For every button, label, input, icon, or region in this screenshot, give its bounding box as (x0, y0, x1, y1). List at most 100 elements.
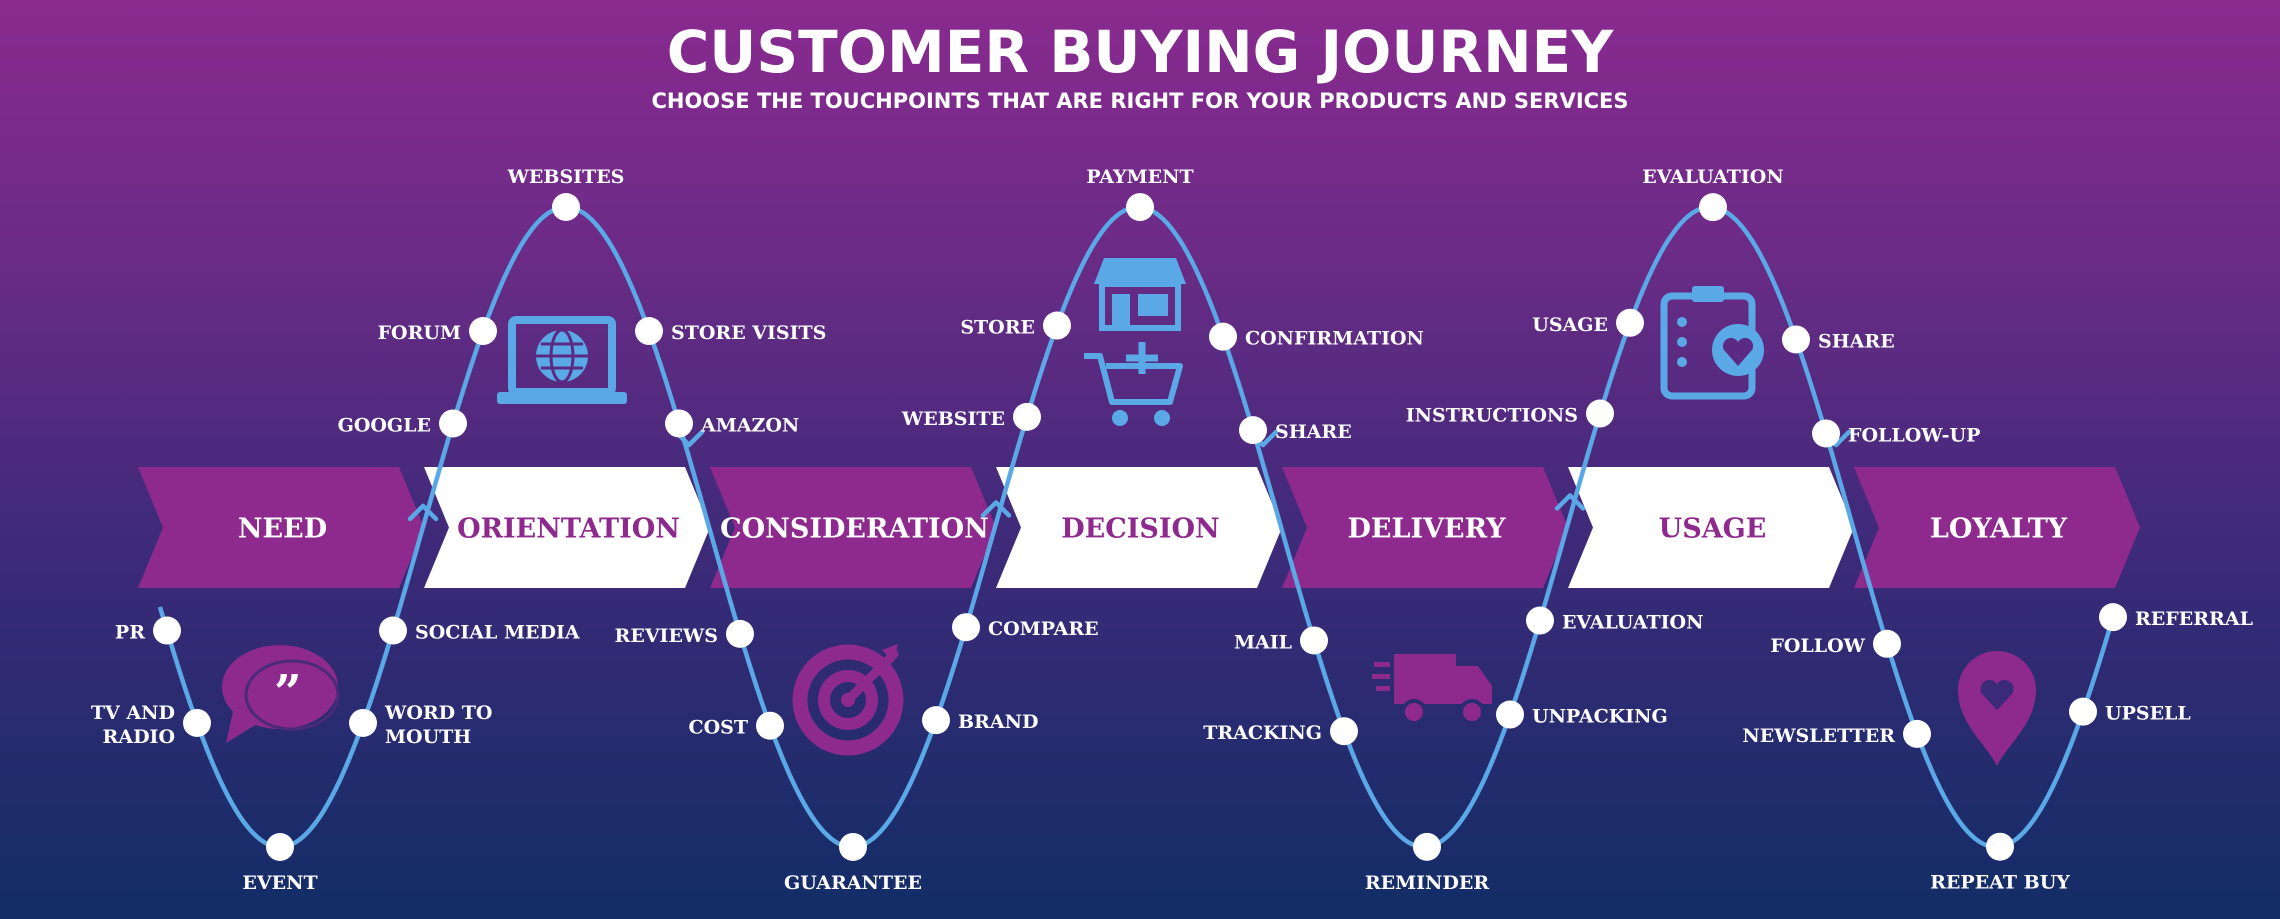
touchpoint-dot (1413, 832, 1441, 861)
touchpoint-label-share: SHARE (1275, 421, 1352, 443)
touchpoint-label-amazon: AMAZON (700, 414, 799, 436)
touchpoint-label-instructions: INSTRUCTIONS (1406, 405, 1578, 427)
touchpoint-label-cost: COST (688, 717, 748, 739)
touchpoint-dot (1586, 399, 1614, 428)
stages-layer: NEED ORIENTATION CONSIDERATION DECISION DELI… (138, 467, 2140, 588)
touchpoint-dot (266, 833, 294, 861)
touchpoint-label-brand: BRAND (958, 711, 1038, 733)
stage-orientation (424, 467, 710, 588)
touchpoint-dot (665, 409, 693, 438)
touchpoint-label-share: SHARE (1818, 330, 1895, 352)
clipboard-heart-icon (1660, 286, 1764, 400)
touchpoint-dot (1013, 402, 1041, 431)
touchpoint-dot (349, 708, 377, 737)
touchpoint-dot (153, 616, 181, 645)
arrow-up-icon (980, 500, 1012, 518)
touchpoint-label-reminder: REMINDER (1365, 872, 1490, 894)
stage-decision (996, 467, 1282, 588)
touchpoint-dot (1300, 626, 1328, 655)
touchpoint-label-payment: PAYMENT (1086, 166, 1193, 188)
touchpoint-dot (183, 708, 211, 737)
touchpoint-label-follow: FOLLOW (1770, 635, 1865, 657)
stage-label-loyalty: LOYALTY (1930, 514, 2068, 545)
speech-bubble-icon: ” (222, 645, 340, 743)
stage-label-usage: USAGE (1659, 514, 1767, 545)
touchpoint-label-usage: USAGE (1532, 314, 1608, 336)
touchpoint-label-evaluation: EVALUATION (1642, 166, 1783, 188)
touchpoint-label-google: GOOGLE (338, 414, 431, 436)
touchpoint-label-follow-up: FOLLOW-UP (1848, 424, 1980, 446)
touchpoint-dot (1782, 325, 1810, 354)
touchpoint-label-evaluation: EVALUATION (1562, 612, 1703, 634)
stage-need (138, 467, 424, 588)
laptop-globe-icon (497, 316, 627, 404)
touchpoint-label-guarantee: GUARANTEE (784, 872, 922, 894)
touchpoint-dot (1812, 419, 1840, 448)
touchpoint-label-mail: MAIL (1234, 631, 1292, 653)
page-title: CUSTOMER BUYING JOURNEY (667, 18, 1615, 86)
touchpoint-dot (439, 409, 467, 438)
touchpoint-dot (379, 616, 407, 645)
stage-delivery (1282, 467, 1568, 588)
touchpoint-dot (952, 613, 980, 642)
stage-label-orientation: ORIENTATION (457, 514, 680, 545)
stage-label-delivery: DELIVERY (1347, 514, 1506, 545)
icons-layer: ” (222, 258, 2036, 766)
touchpoint-dot (635, 317, 663, 346)
touchpoint-dot (2069, 697, 2097, 726)
touchpoint-label-social-media: SOCIAL MEDIA (415, 622, 580, 644)
touchpoint-label-repeat-buy: REPEAT BUY (1930, 872, 2070, 894)
store-icon (1094, 258, 1186, 331)
touchpoint-dot (1330, 717, 1358, 746)
touchpoint-label-newsletter: NEWSLETTER (1742, 725, 1895, 747)
touchpoint-dot (1126, 193, 1154, 222)
touchpoint-dot (1873, 629, 1901, 658)
touchpoint-label-store-visits: STORE VISITS (671, 322, 826, 344)
touchpoint-dot (552, 193, 580, 221)
touchpoint-dot (1043, 311, 1071, 340)
touchpoint-label-store: STORE (960, 317, 1035, 339)
arrow-up-icon (1554, 493, 1586, 511)
shopping-cart-icon (1084, 342, 1183, 426)
touchpoint-label-unpacking: UNPACKING (1532, 706, 1668, 728)
touchpoint-dot (1496, 700, 1524, 729)
touchpoint-dot (1239, 416, 1267, 445)
touchpoint-label-upsell: UPSELL (2105, 703, 2191, 725)
stage-label-decision: DECISION (1061, 514, 1219, 545)
touchpoint-label-compare: COMPARE (988, 618, 1099, 640)
touchpoint-dot (839, 832, 867, 861)
touchpoint-dot (1526, 606, 1554, 635)
touchpoint-dot (1903, 719, 1931, 748)
arrow-up-icon (407, 503, 439, 522)
touchpoint-dot (1986, 832, 2014, 861)
target-icon (792, 644, 904, 756)
stage-usage (1568, 467, 1854, 588)
page-subtitle: CHOOSE THE TOUCHPOINTS THAT ARE RIGHT FO… (651, 89, 1628, 113)
touchpoint-label-pr: PR (115, 622, 145, 644)
location-heart-icon (1958, 651, 2036, 766)
stage-loyalty (1854, 467, 2140, 588)
touchpoint-label-referral: REFERRAL (2135, 608, 2253, 630)
touchpoint-label-websites: WEBSITES (507, 166, 625, 188)
touchpoint-label-confirmation: CONFIRMATION (1245, 328, 1424, 350)
touchpoint-label-website: WEBSITE (901, 408, 1005, 430)
touchpoint-dot (469, 317, 497, 346)
touchpoint-dot (756, 711, 784, 740)
svg-text:”: ” (274, 665, 302, 721)
touchpoint-label-reviews: REVIEWS (615, 625, 718, 647)
touchpoint-label-forum: FORUM (378, 322, 461, 344)
stage-label-consideration: CONSIDERATION (720, 514, 989, 545)
touchpoint-dot (922, 706, 950, 735)
touchpoint-label-event: EVENT (242, 872, 317, 894)
stage-label-need: NEED (238, 514, 327, 545)
touchpoint-dot (2099, 603, 2127, 632)
touchpoint-dot (1699, 193, 1727, 222)
touchpoint-label-tracking: TRACKING (1203, 722, 1322, 744)
touchpoint-dot (726, 619, 754, 648)
touchpoint-dot (1209, 322, 1237, 351)
stage-consideration (710, 467, 996, 588)
